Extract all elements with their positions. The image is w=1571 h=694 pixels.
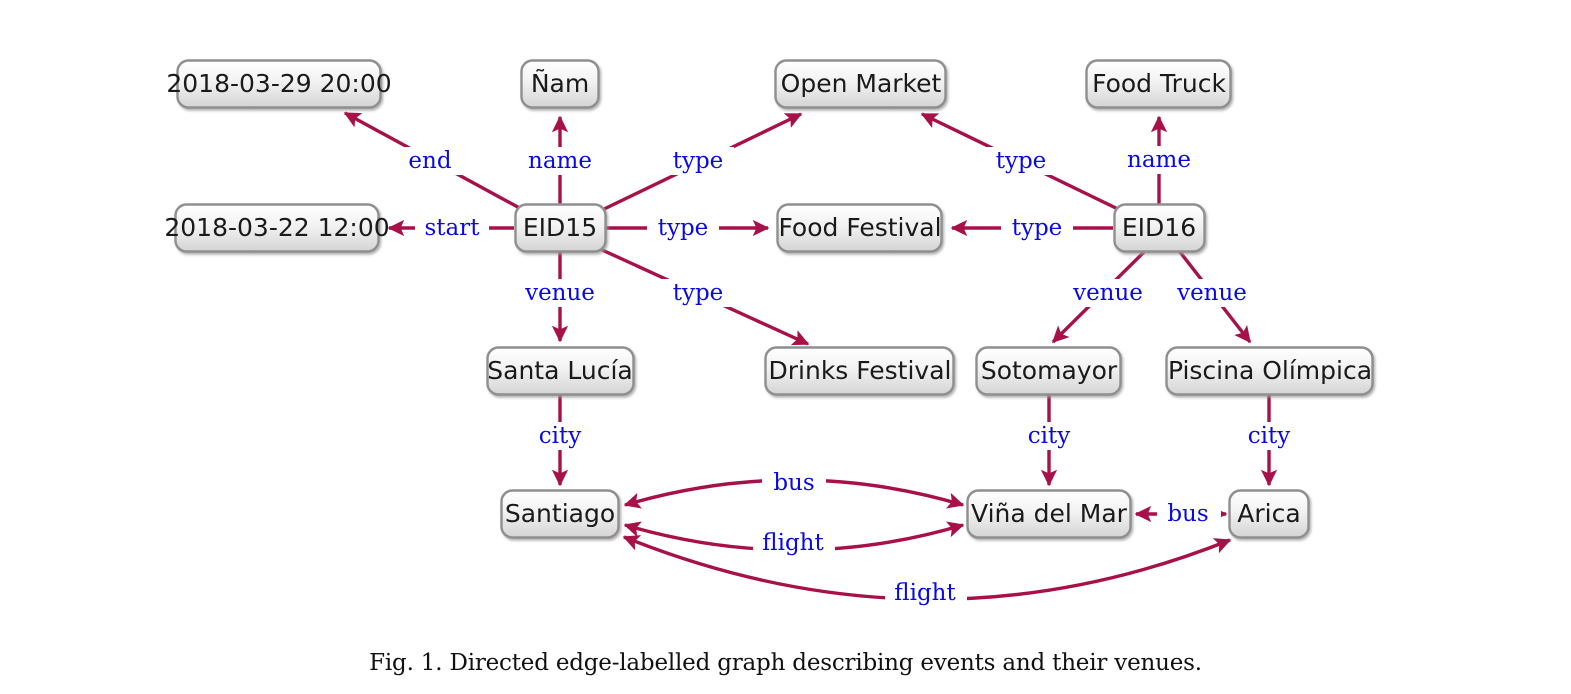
edge-label-bus-santiago-vina: bus — [762, 469, 826, 497]
node-label: Food Truck — [1092, 69, 1226, 98]
edge-label-venue-sotomayor: venue — [1064, 279, 1152, 307]
edge-label-flight-santiago-vina: flight — [753, 529, 835, 557]
node-piscina-olimpica[interactable]: Piscina Olímpica — [1165, 346, 1374, 396]
edge-label-text: bus — [773, 470, 814, 496]
node-shape — [520, 59, 600, 109]
node-shape — [176, 59, 382, 109]
node-shape — [486, 346, 635, 396]
node-shape — [1228, 489, 1310, 539]
node-label: Ñam — [531, 68, 589, 98]
edge-label-name-foodtruck: name — [1115, 146, 1203, 174]
edge-label-type-foodfestival-15: type — [647, 214, 719, 242]
edge-label-bus-vina-arica: bus — [1157, 500, 1221, 528]
edge-label-text: end — [408, 148, 451, 174]
edge-label-city-arica: city — [1238, 422, 1300, 450]
edge-label-type-drinksfestival: type — [662, 279, 734, 307]
node-label: EID16 — [1122, 213, 1196, 242]
figure-caption: Fig. 1. Directed edge-labelled graph des… — [369, 650, 1202, 676]
node-end-time[interactable]: 2018-03-29 20:00 — [166, 59, 392, 109]
node-nam[interactable]: Ñam — [520, 59, 600, 109]
edge-label-type-foodfestival-16: type — [1001, 214, 1073, 242]
node-eid15[interactable]: EID15 — [514, 203, 607, 253]
edge-label-text: flight — [762, 530, 824, 556]
node-label: Viña del Mar — [971, 499, 1128, 528]
edge-label-text: city — [1248, 423, 1290, 449]
edge-label-text: type — [658, 215, 709, 241]
edge-label-flight-santiago-arica: flight — [885, 579, 967, 607]
node-santiago[interactable]: Santiago — [500, 489, 620, 539]
edge-label-text: venue — [1072, 280, 1143, 306]
node-label: Arica — [1237, 499, 1300, 528]
edge-label-text: start — [425, 215, 481, 241]
node-vina-del-mar[interactable]: Viña del Mar — [966, 489, 1132, 539]
edge-label-text: type — [673, 148, 724, 174]
node-start-time[interactable]: 2018-03-22 12:00 — [164, 203, 390, 253]
node-label: 2018-03-29 20:00 — [166, 69, 391, 98]
node-eid16[interactable]: EID16 — [1113, 203, 1206, 253]
node-label: Sotomayor — [981, 356, 1118, 385]
edge-label-text: name — [528, 148, 592, 174]
edge-label-venue-santalucia: venue — [516, 279, 604, 307]
edge-label-text: venue — [524, 280, 595, 306]
node-label: Santa Lucía — [487, 356, 632, 385]
node-shape — [514, 203, 607, 253]
node-arica[interactable]: Arica — [1228, 489, 1310, 539]
edge-label-city-santiago: city — [529, 422, 591, 450]
edge-label-text: bus — [1167, 501, 1208, 527]
edge-label-text: venue — [1176, 280, 1247, 306]
node-shape — [776, 203, 943, 253]
node-food-festival[interactable]: Food Festival — [776, 203, 943, 253]
node-shape — [975, 346, 1122, 396]
edge-label-text: type — [673, 280, 724, 306]
node-label: 2018-03-22 12:00 — [164, 213, 389, 242]
node-shape — [764, 346, 955, 396]
edge-label-type-openmarket-16: type — [985, 147, 1057, 175]
edge-label-end: end — [398, 147, 462, 175]
edge-label-text: flight — [894, 580, 956, 606]
edge-label-text: city — [1028, 423, 1070, 449]
node-shape — [1085, 59, 1232, 109]
node-shape — [174, 203, 380, 253]
node-label: Drinks Festival — [769, 356, 952, 385]
node-layer: 2018-03-29 20:00 Ñam Open Market Food Tr… — [164, 59, 1374, 539]
edge-label-text: type — [1012, 215, 1063, 241]
node-label: Food Festival — [778, 213, 941, 242]
edge-label-text: name — [1127, 147, 1191, 173]
node-shape — [1165, 346, 1374, 396]
node-food-truck[interactable]: Food Truck — [1085, 59, 1232, 109]
node-shape — [966, 489, 1132, 539]
edge-label-city-vina: city — [1018, 422, 1080, 450]
edge-label-start: start — [415, 214, 489, 242]
node-label: Santiago — [505, 499, 615, 528]
node-shape — [500, 489, 620, 539]
node-label: Piscina Olímpica — [1168, 356, 1372, 385]
edge-label-text: type — [996, 148, 1047, 174]
edge-label-layer: end name type type name start — [398, 146, 1300, 607]
node-sotomayor[interactable]: Sotomayor — [975, 346, 1122, 396]
node-label: EID15 — [523, 213, 597, 242]
edge-label-type-openmarket-15: type — [662, 147, 734, 175]
node-label: Open Market — [781, 69, 942, 98]
node-shape — [1113, 203, 1206, 253]
edge-label-text: city — [539, 423, 581, 449]
edge-label-venue-piscina: venue — [1168, 279, 1256, 307]
edge-label-name-nam: name — [516, 147, 604, 175]
node-shape — [774, 59, 947, 109]
node-drinks-festival[interactable]: Drinks Festival — [764, 346, 955, 396]
node-open-market[interactable]: Open Market — [774, 59, 947, 109]
node-santa-lucia[interactable]: Santa Lucía — [486, 346, 635, 396]
